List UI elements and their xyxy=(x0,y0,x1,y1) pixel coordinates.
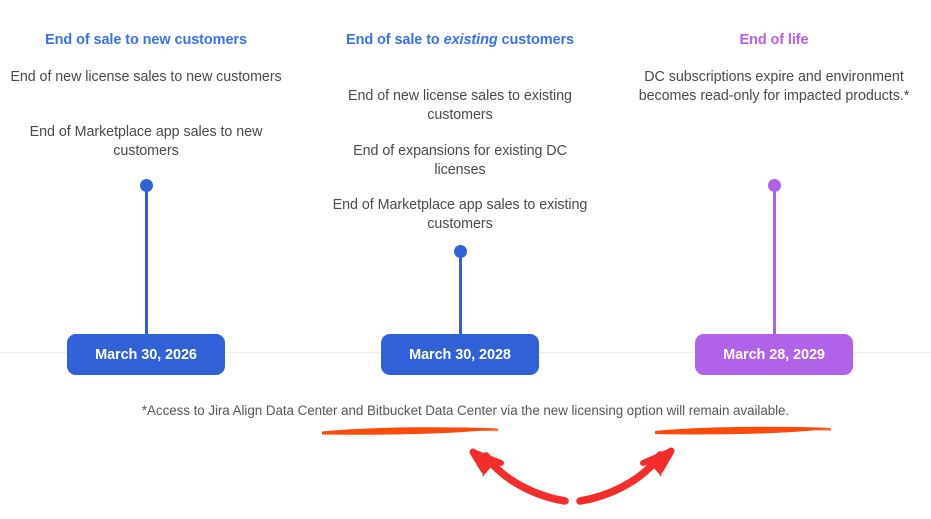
milestone-detail-line: End of expansions for existing DC licens… xyxy=(353,143,567,178)
footnote-text: *Access to Jira Align Data Center and Bi… xyxy=(141,403,790,418)
timeline-dot xyxy=(768,179,781,192)
timeline-stem xyxy=(145,188,148,336)
milestone-title-prefix: End of life xyxy=(739,32,809,48)
milestone-detail-line: End of new license sales to new customer… xyxy=(10,69,282,85)
milestone-title: End of sale to new customers xyxy=(14,31,278,49)
milestone-title: End of life xyxy=(642,31,906,49)
timeline-dot xyxy=(140,179,153,192)
milestone-end-of-sale-existing-customers: End of sale to existing customers End of… xyxy=(310,0,610,390)
curved-arrow-pointing-up-right xyxy=(576,447,675,505)
milestone-title-prefix: End of sale to xyxy=(45,32,143,48)
milestone-end-of-sale-new-customers: End of sale to new customers End of new … xyxy=(0,0,296,390)
date-badge[interactable]: March 30, 2026 xyxy=(67,334,225,375)
timeline-stem xyxy=(459,254,462,336)
highlight-underline-right xyxy=(655,426,832,435)
milestone-detail-line: End of new license sales to existing cus… xyxy=(348,88,572,123)
milestone-detail-line: End of Marketplace app sales to existing… xyxy=(332,197,588,232)
date-badge[interactable]: March 28, 2029 xyxy=(695,334,853,375)
milestone-title-emphasis: existing xyxy=(443,32,498,48)
timeline-stem xyxy=(773,188,776,336)
milestone-detail-line: End of Marketplace app sales to new cust… xyxy=(29,124,263,159)
milestone-title-suffix: customers xyxy=(497,32,575,48)
milestone-title-prefix: End of sale to xyxy=(346,32,444,48)
curved-arrow-pointing-up-left xyxy=(469,448,569,505)
date-badge[interactable]: March 30, 2028 xyxy=(381,334,539,375)
highlight-underline-left xyxy=(322,427,499,435)
milestone-detail-line: DC subscriptions expire and environment … xyxy=(638,69,910,104)
milestone-end-of-life: End of life DC subscriptions expire and … xyxy=(624,0,924,390)
timeline-dot xyxy=(454,245,467,258)
milestone-title-suffix: new customers xyxy=(142,32,247,48)
milestone-title: End of sale to existing customers xyxy=(328,31,592,49)
